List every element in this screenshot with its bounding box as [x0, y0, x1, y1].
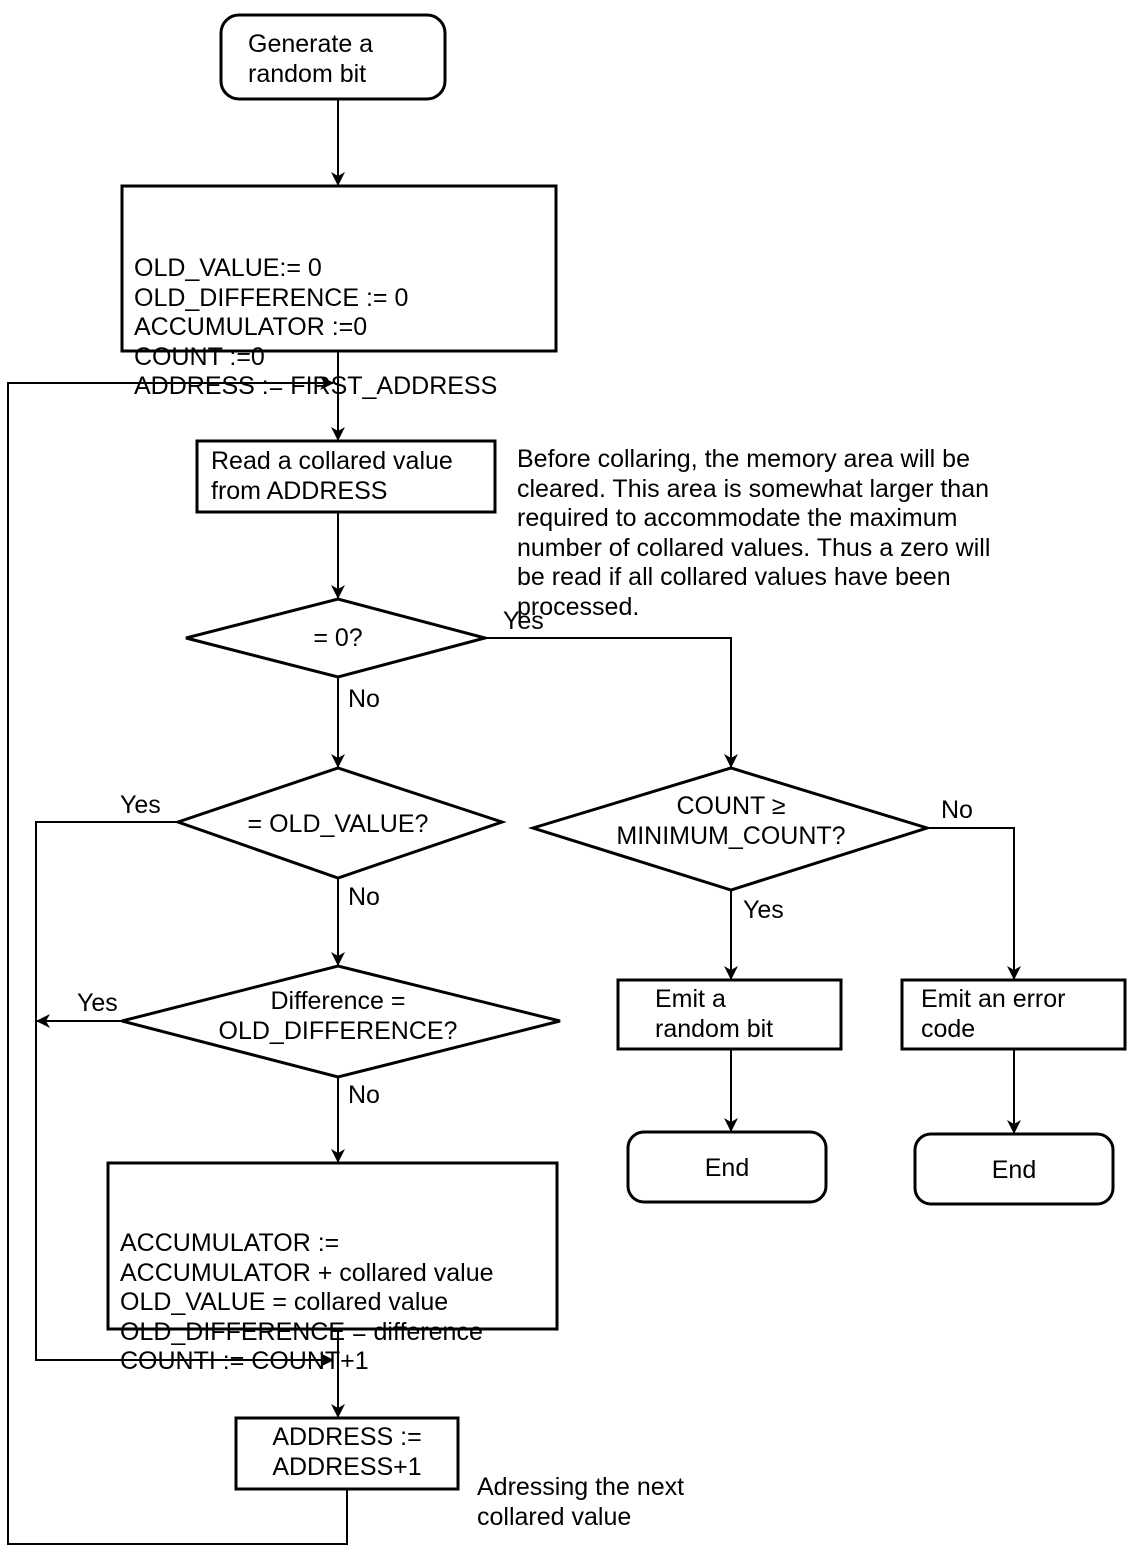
- end-2-terminal-shape: [913, 1132, 1115, 1206]
- count-check-yes-label: Yes: [743, 896, 784, 924]
- accumulate-process-text: ACCUMULATOR :=ACCUMULATOR + collared val…: [120, 1229, 494, 1375]
- count-check-no-label: No: [941, 796, 973, 824]
- eq-old-value-decision-text: = OLD_VALUE?: [247, 810, 429, 838]
- count-check-decision-text: COUNT ≥MINIMUM_COUNT?: [616, 792, 846, 850]
- eq-old-value-yes-label: Yes: [120, 791, 161, 819]
- end-1-terminal-shape: [626, 1130, 828, 1204]
- eq-old-value-no-label: No: [348, 883, 380, 911]
- memory-note-annotation: Before collaring, the memory area will b…: [517, 445, 991, 621]
- eq-old-diff-decision-text: Difference =OLD_DIFFERENCE?: [218, 987, 458, 1045]
- eq-old-value-decision-shape: [173, 766, 507, 880]
- is-zero-yes-label: Yes: [503, 607, 544, 635]
- edge-count-check-no: [927, 827, 1021, 980]
- edge-is-zero-yes: [485, 637, 738, 768]
- end-2-terminal-text: End: [991, 1156, 1037, 1184]
- edge-loop-back: [7, 376, 348, 1545]
- next-address-process-text: ADDRESS :=ADDRESS+1: [272, 1423, 422, 1481]
- emit-bit-process-shape: [616, 978, 843, 1051]
- start-terminal-shape: [219, 13, 447, 101]
- end-1-terminal-text: End: [704, 1154, 750, 1182]
- eq-old-diff-decision-shape: [121, 964, 561, 1079]
- is-zero-no-label: No: [348, 685, 380, 713]
- is-zero-decision-text: = 0?: [313, 624, 363, 652]
- read-process-shape: [195, 439, 497, 514]
- edge-eq-old-value-yes: [35, 821, 334, 1367]
- accumulate-process-shape: [106, 1161, 559, 1331]
- eq-old-diff-yes-label: Yes: [77, 989, 118, 1017]
- eq-old-diff-no-label: No: [348, 1081, 380, 1109]
